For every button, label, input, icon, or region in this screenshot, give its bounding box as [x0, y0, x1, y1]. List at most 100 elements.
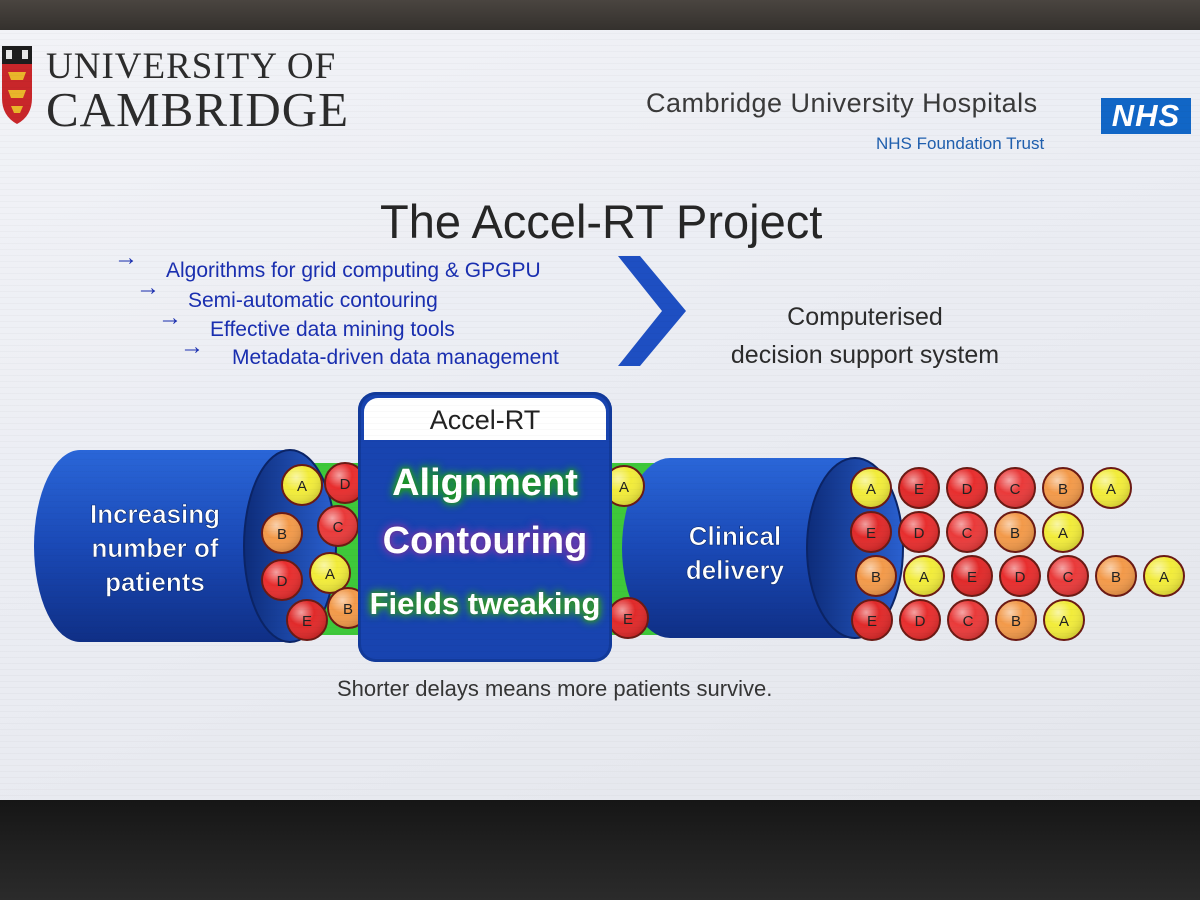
- patient-circle-letter: A: [297, 478, 307, 495]
- arrow-right-icon: →: [158, 304, 182, 331]
- patient-circle-shine: [326, 464, 364, 502]
- patient-circle: E: [951, 555, 993, 597]
- patient-circle: C: [994, 467, 1036, 509]
- patient-circle: E: [286, 599, 328, 641]
- input-label-line: number of: [91, 533, 218, 563]
- patient-circle-letter: B: [871, 569, 881, 586]
- patient-circle-letter: B: [343, 601, 353, 618]
- hospital-subtitle: NHS Foundation Trust: [876, 134, 1045, 153]
- cambridge-crest-icon: [2, 46, 32, 124]
- patient-circle-shine: [283, 466, 321, 504]
- patient-circle-shine: [949, 601, 987, 639]
- patient-circle: B: [855, 555, 897, 597]
- patient-circle: C: [317, 505, 359, 547]
- decision-support-text: Computerised decision support system: [700, 298, 1030, 374]
- hospital-name: Cambridge University Hospitals: [646, 88, 1038, 118]
- patient-circle-shine: [900, 469, 938, 507]
- patient-circle-shine: [948, 469, 986, 507]
- patient-circle: E: [607, 597, 649, 639]
- patient-circle-letter: D: [277, 573, 288, 590]
- arrow-right-icon: →: [180, 333, 204, 360]
- patient-circle-letter: E: [914, 481, 924, 498]
- bullet-item: Metadata-driven data management: [232, 346, 559, 369]
- patient-circle: C: [1047, 555, 1089, 597]
- patient-circle-shine: [263, 514, 301, 552]
- outcome-line-2: decision support system: [730, 341, 1000, 369]
- patient-pipeline-diagram: Increasing number of patients Clinical d…: [34, 449, 1185, 643]
- patient-circle-letter: A: [1059, 613, 1069, 630]
- patient-circle: B: [261, 512, 303, 554]
- step-fields-tweaking: Fields tweaking: [369, 586, 601, 621]
- patient-circle-shine: [329, 589, 367, 627]
- patient-circle: A: [1043, 599, 1085, 641]
- patient-circle-letter: E: [623, 611, 633, 628]
- patient-circle-letter: D: [914, 525, 925, 542]
- patient-circle: D: [324, 462, 366, 504]
- patient-circle: D: [946, 467, 988, 509]
- patient-circle-letter: C: [1063, 569, 1074, 586]
- arrow-right-icon: →: [136, 274, 160, 301]
- arrow-right-icon: →: [114, 244, 138, 271]
- university-line-2: CAMBRIDGE: [46, 82, 350, 137]
- patient-circle: E: [851, 599, 893, 641]
- slide-caption: Shorter delays means more patients survi…: [337, 676, 773, 701]
- patient-circle: D: [899, 599, 941, 641]
- patient-circle-letter: C: [1010, 481, 1021, 498]
- patient-circle-letter: D: [962, 481, 973, 498]
- patient-circle-shine: [996, 513, 1034, 551]
- patient-circle-letter: A: [1058, 525, 1068, 542]
- patient-circle-shine: [311, 554, 349, 592]
- patient-circle: C: [946, 511, 988, 553]
- patient-circle-shine: [1044, 513, 1082, 551]
- patient-circle: E: [898, 467, 940, 509]
- patient-circle-shine: [288, 601, 326, 639]
- patient-circle: B: [1095, 555, 1137, 597]
- bullet-item: Semi-automatic contouring: [188, 289, 438, 312]
- patient-circle: B: [995, 599, 1037, 641]
- patient-circle-letter: D: [915, 613, 926, 630]
- patient-circle-shine: [853, 601, 891, 639]
- patient-circle: D: [999, 555, 1041, 597]
- patient-circle-letter: B: [1011, 613, 1021, 630]
- patient-circle-shine: [1145, 557, 1183, 595]
- university-wordmark: UNIVERSITY OF CAMBRIDGE: [46, 48, 349, 134]
- patient-circle: A: [1042, 511, 1084, 553]
- patient-circle-shine: [609, 599, 647, 637]
- output-label-line: delivery: [686, 555, 785, 585]
- patient-circle-shine: [905, 557, 943, 595]
- patient-circle-shine: [900, 513, 938, 551]
- patient-circle-shine: [1045, 601, 1083, 639]
- patient-circle: C: [947, 599, 989, 641]
- accel-rt-panel-title: Accel-RT: [364, 398, 606, 440]
- patient-circle-shine: [1044, 469, 1082, 507]
- patient-circle-shine: [901, 601, 939, 639]
- patient-circle-letter: C: [962, 525, 973, 542]
- patient-circle: A: [903, 555, 945, 597]
- patient-circle: A: [1143, 555, 1185, 597]
- patient-circle-shine: [997, 601, 1035, 639]
- patient-circle-letter: B: [277, 526, 287, 543]
- patient-circle-letter: A: [866, 481, 876, 498]
- university-line-1: UNIVERSITY OF: [46, 46, 337, 87]
- patient-circle-shine: [852, 513, 890, 551]
- bullet-item: Effective data mining tools: [210, 318, 455, 341]
- patient-circle-shine: [319, 507, 357, 545]
- nhs-logo: NHS: [1101, 98, 1191, 134]
- patient-circle: A: [850, 467, 892, 509]
- patient-circle-shine: [263, 561, 301, 599]
- patient-circle-shine: [996, 469, 1034, 507]
- patient-circle: A: [603, 465, 645, 507]
- input-label-line: Increasing: [90, 499, 220, 529]
- input-label-line: patients: [105, 567, 205, 597]
- accel-rt-panel: Accel-RT Alignment Contouring Fields twe…: [358, 392, 612, 662]
- patient-circle-letter: A: [919, 569, 929, 586]
- patient-circle-shine: [852, 469, 890, 507]
- patient-circle-letter: C: [333, 519, 344, 536]
- patient-circle-letter: B: [1058, 481, 1068, 498]
- chevron-right-icon: [618, 256, 686, 366]
- patient-circle-letter: A: [1159, 569, 1169, 586]
- patient-circle-letter: B: [1010, 525, 1020, 542]
- patient-circle-letter: A: [325, 566, 335, 583]
